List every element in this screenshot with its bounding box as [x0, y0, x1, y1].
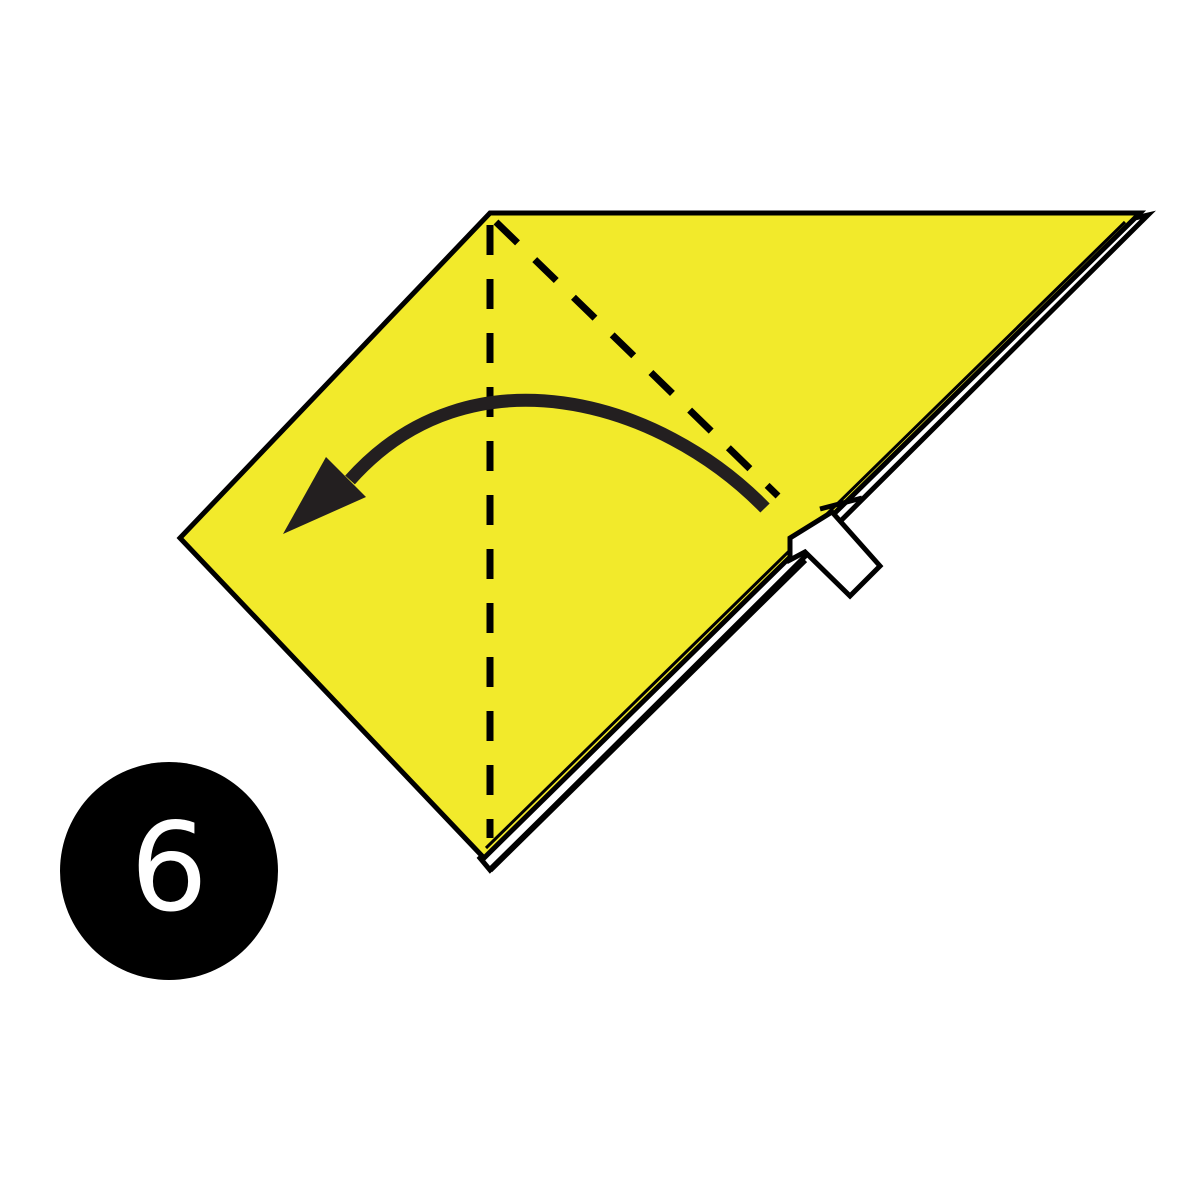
step-number-badge: 6: [60, 762, 278, 980]
paper-shape: [176, 210, 1147, 862]
step-number: 6: [130, 797, 208, 939]
bottom-right-edge: [487, 557, 808, 873]
curved-arrow-left-icon: [283, 393, 770, 534]
diagonal-fold-line: [493, 219, 781, 499]
push-fold-icon: [787, 495, 884, 600]
